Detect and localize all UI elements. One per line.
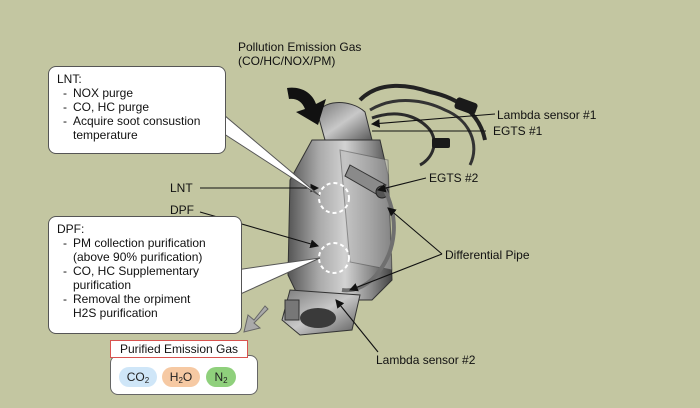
leader-lambda1 [370,113,496,128]
leader-egts2 [376,177,427,193]
dpf-item-h2s: Removal the orpiment H2S purification [57,292,233,320]
dpf-box-list: PM collection purification (above 90% pu… [57,236,233,320]
pollution-label-line1: Pollution Emission Gas [238,40,362,54]
egts-1-label: EGTS #1 [493,124,543,138]
n2-sub: 2 [223,376,228,385]
lambda-sensor-1-label: Lambda sensor #1 [497,108,597,122]
lnt-label: LNT [170,181,193,195]
lnt-info-box: LNT: NOX purge CO, HC purge Acquire soot… [48,66,226,154]
lnt-box-title: LNT: [57,72,82,86]
egts-2-label: EGTS #2 [429,171,479,185]
n2-base: N [214,370,224,384]
emission-inlet-arrow [287,87,326,125]
leader-lambda2 [335,299,379,353]
purified-gas-title: Purified Emission Gas [110,340,248,358]
co2-chip: CO2 [119,367,157,387]
pollution-label-line2: (CO/HC/NOX/PM) [238,54,336,68]
lnt-item-co-hc: CO, HC purge [57,100,217,114]
h2o-a: H [169,370,179,384]
lambda-sensor-2-label: Lambda sensor #2 [376,353,476,367]
co2-base: CO [126,370,145,384]
leader-diff-2 [348,253,443,292]
lnt-item-nox: NOX purge [57,86,217,100]
lnt-box-list: NOX purge CO, HC purge Acquire soot cons… [57,86,217,142]
h2o-chip: H2O [162,367,200,387]
differential-pipe-label: Differential Pipe [445,248,530,262]
dpf-box-title: DPF: [57,222,85,236]
n2-chip: N2 [206,367,236,387]
dpf-item-pm: PM collection purification (above 90% pu… [57,236,233,264]
h2o-b: O [182,370,193,384]
dpf-label: DPF [170,203,194,217]
leader-diff-1 [387,207,443,255]
dpf-item-co-hc: CO, HC Supplementary purification [57,264,233,292]
output-arrow [243,305,269,333]
co2-sub: 2 [144,376,150,385]
pollution-label: Pollution Emission Gas (CO/HC/NOX/PM) [238,40,361,68]
h2o-sub: 2 [178,376,183,385]
lnt-item-soot: Acquire soot consustion temperature [57,114,217,142]
dpf-info-box: DPF: PM collection purification (above 9… [48,216,242,334]
